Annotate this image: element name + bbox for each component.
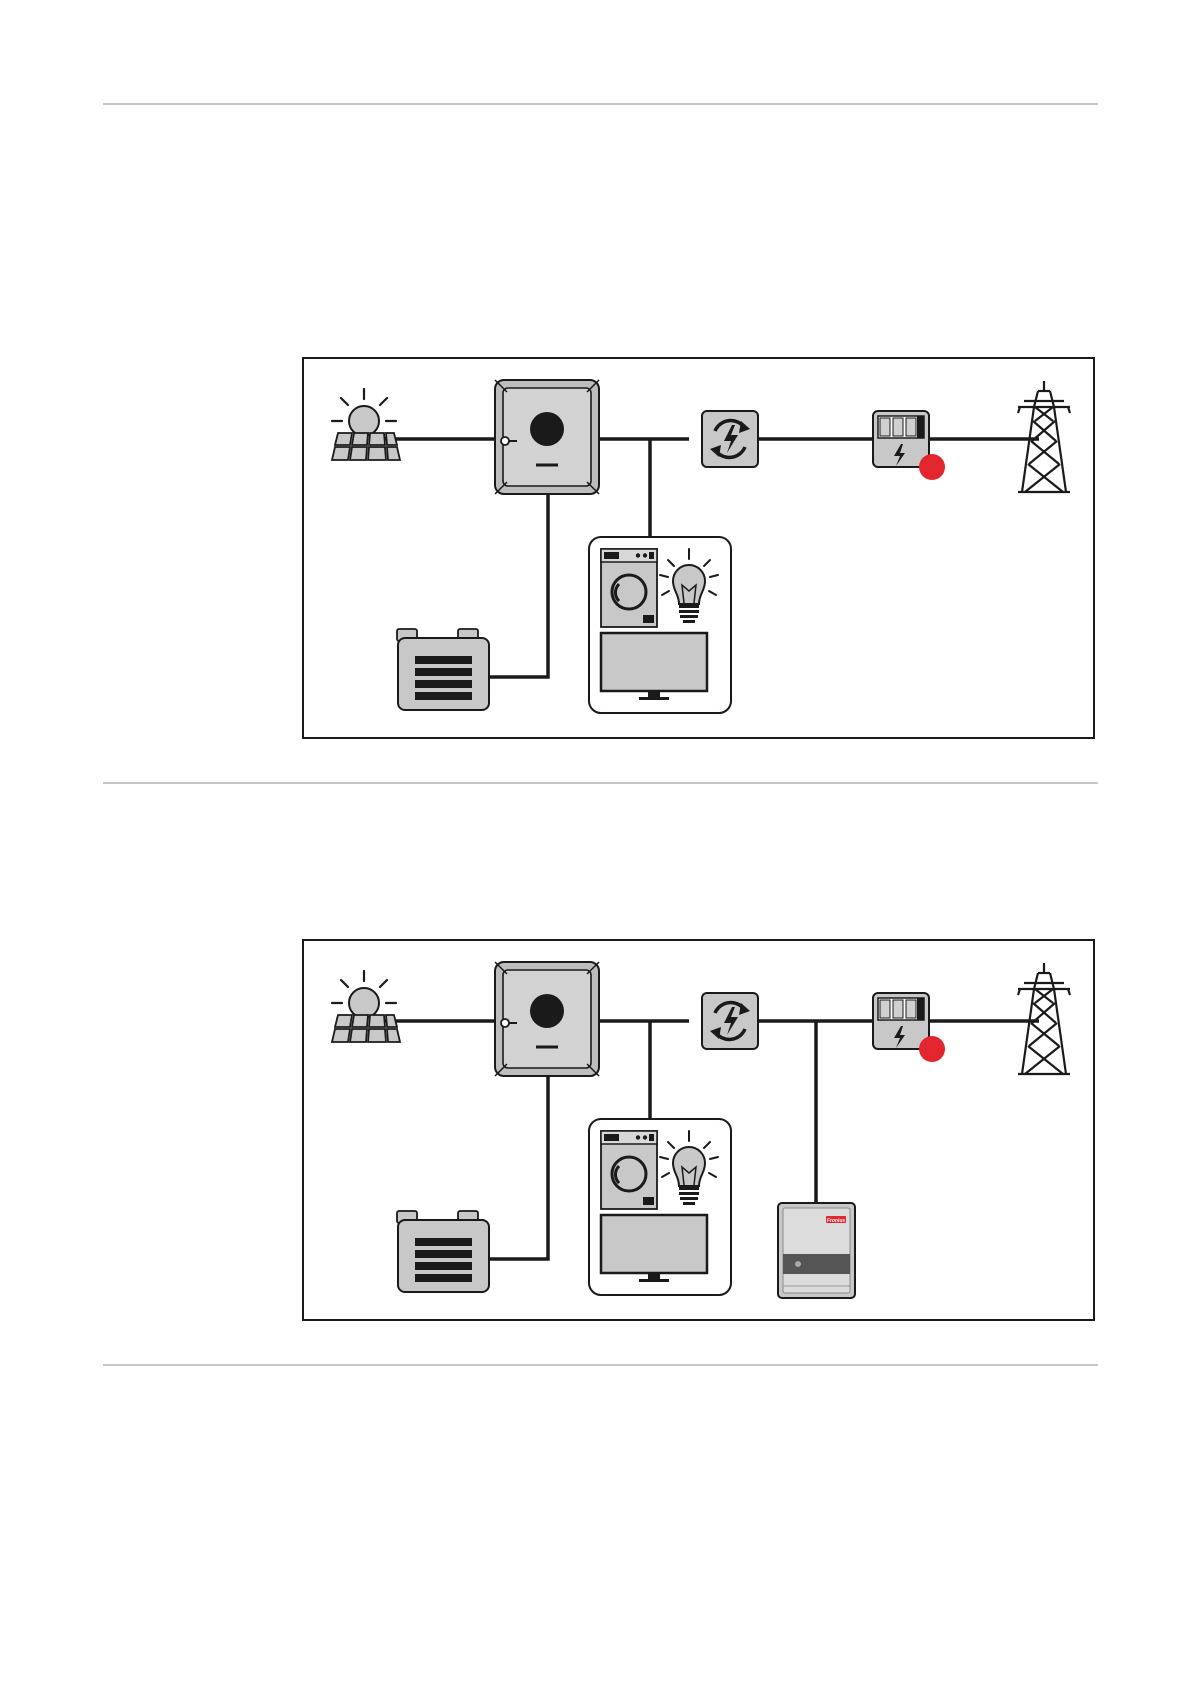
secondary-inverter-icon: Fronius: [778, 1203, 855, 1298]
solar-panel-icon: [332, 389, 400, 460]
hybrid-inverter-icon: [495, 962, 599, 1076]
brand-logo-text: Fronius: [827, 1218, 846, 1224]
system-diagram-1-svg: [304, 359, 1097, 741]
energy-meter-indicator: [919, 1036, 945, 1062]
power-grid-pylon-icon: [1018, 381, 1070, 492]
solar-panel-icon: [332, 971, 400, 1042]
energy-meter-icon: [873, 993, 929, 1049]
top-divider: [103, 103, 1098, 105]
battery-icon: [397, 629, 489, 710]
system-diagram-2: Fronius: [302, 939, 1095, 1321]
system-diagram-1: [302, 357, 1095, 739]
household-loads-icon: [589, 1119, 731, 1295]
power-grid-pylon-icon: [1018, 963, 1070, 1074]
household-loads-icon: [589, 537, 731, 713]
energy-meter-indicator: [919, 454, 945, 480]
power-switch-icon: [702, 993, 758, 1049]
energy-meter-icon: [873, 411, 929, 467]
hybrid-inverter-icon: [495, 380, 599, 494]
bottom-divider: [103, 1364, 1098, 1366]
middle-divider: [103, 782, 1098, 784]
power-switch-icon: [702, 411, 758, 467]
system-diagram-2-svg: Fronius: [304, 941, 1097, 1323]
battery-icon: [397, 1211, 489, 1292]
